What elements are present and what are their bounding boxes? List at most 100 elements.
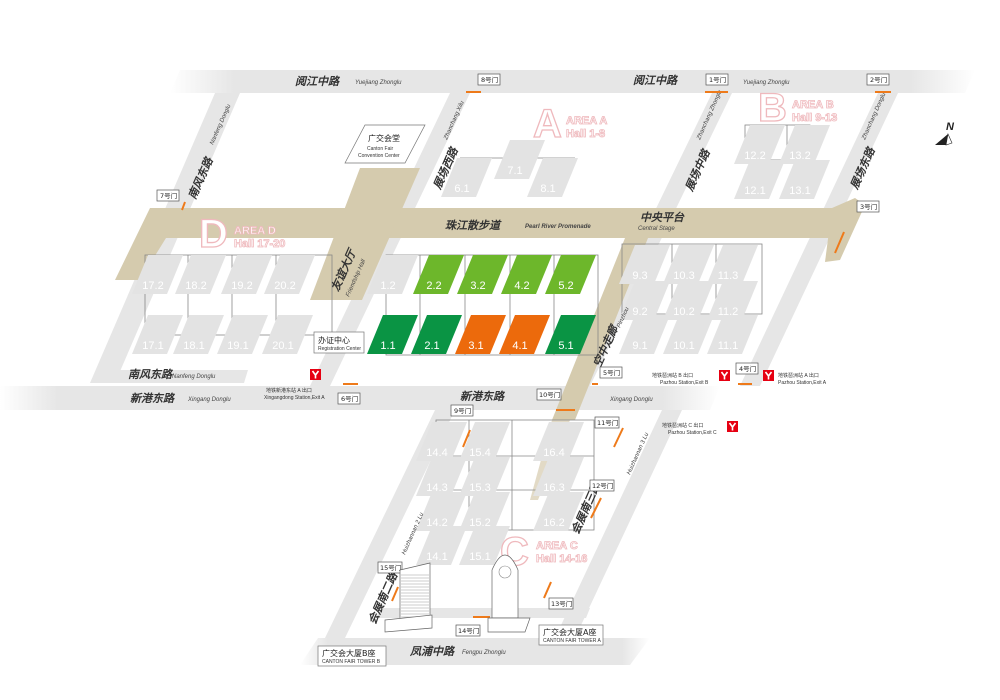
area-a-label: A AREA A Hall 1-8 (532, 101, 607, 146)
hall-1-2[interactable]: 1.2 (367, 255, 418, 294)
hall-19-1[interactable]: 19.1 (217, 315, 268, 354)
hall-8-1[interactable]: 8.1 (527, 158, 578, 197)
hall-label: 17.2 (142, 280, 163, 292)
hall-9-3[interactable]: 9.3 (619, 245, 670, 284)
road-huizhan2 (325, 410, 455, 638)
gate-3[interactable]: 3号门 (856, 200, 880, 213)
hall-2-2[interactable]: 2.2 (413, 255, 464, 294)
gate-9[interactable]: 9号门 (450, 404, 474, 417)
gate-2[interactable]: 2号门 (866, 73, 890, 86)
svg-text:Pazhou Station,Exit A: Pazhou Station,Exit A (778, 380, 827, 386)
hall-14-3[interactable]: 14.3 (416, 457, 467, 496)
registration-center-label[interactable]: 办证中心 Registration Center (313, 331, 365, 354)
hall-label: 11.3 (718, 270, 739, 282)
hall-10-3[interactable]: 10.3 (663, 245, 714, 284)
hall-15-3[interactable]: 15.3 (459, 457, 510, 496)
gate-4[interactable]: 4号门 (735, 362, 759, 375)
hall-5-1[interactable]: 5.1 (545, 315, 596, 354)
hall-17-1[interactable]: 17.1 (132, 315, 183, 354)
svg-text:新港东路: 新港东路 (130, 392, 176, 405)
gate-11[interactable]: 11号门 (594, 416, 620, 429)
svg-text:A: A (533, 102, 562, 146)
hall-15-2[interactable]: 15.2 (459, 492, 510, 531)
hall-shape (175, 255, 226, 294)
hall-16-2[interactable]: 16.2 (533, 492, 584, 531)
hall-label: 10.1 (673, 340, 694, 352)
hall-20-1[interactable]: 20.1 (262, 315, 313, 354)
metro-pazhou-a[interactable]: 地铁琶洲站 A 出口 Pazhou Station,Exit A (763, 370, 827, 386)
hall-18-2[interactable]: 18.2 (175, 255, 226, 294)
hall-19-2[interactable]: 19.2 (221, 255, 272, 294)
gate-8[interactable]: 8号门 (477, 73, 501, 86)
gate-12[interactable]: 12号门 (589, 479, 615, 492)
hall-4-1[interactable]: 4.1 (499, 315, 550, 354)
svg-text:AREA B: AREA B (792, 99, 834, 111)
hall-12-1[interactable]: 12.1 (734, 160, 785, 199)
hall-label: 6.1 (454, 183, 469, 195)
hall-label: 5.2 (558, 280, 573, 292)
hall-17-2[interactable]: 17.2 (132, 255, 183, 294)
gate-5[interactable]: 5号门 (599, 366, 623, 379)
gate-7[interactable]: 7号门 (156, 189, 180, 202)
tower-a[interactable]: 广交会大厦A座 CANTON FAIR TOWER A (487, 554, 604, 646)
hall-5-2[interactable]: 5.2 (545, 255, 596, 294)
hall-10-1[interactable]: 10.1 (663, 315, 714, 354)
svg-text:9号门: 9号门 (454, 406, 471, 415)
hall-shape (499, 315, 550, 354)
svg-text:凤浦中路: 凤浦中路 (409, 645, 456, 658)
hall-shape (734, 160, 785, 199)
hall-6-1[interactable]: 6.1 (441, 158, 492, 197)
hall-shape (367, 315, 418, 354)
hall-3-2[interactable]: 3.2 (457, 255, 508, 294)
hall-3-1[interactable]: 3.1 (455, 315, 506, 354)
hall-7-1[interactable]: 7.1 (494, 140, 545, 179)
hall-shape (779, 125, 830, 164)
metro-icon (763, 370, 774, 381)
gate-1[interactable]: 1号门 (705, 73, 729, 86)
svg-text:8号门: 8号门 (481, 75, 498, 84)
gate-10[interactable]: 10号门 (536, 388, 562, 401)
hall-13-2[interactable]: 13.2 (779, 125, 830, 164)
hall-13-1[interactable]: 13.1 (779, 160, 830, 199)
hall-shape (455, 315, 506, 354)
hall-14-2[interactable]: 14.2 (416, 492, 467, 531)
metro-pazhou-c[interactable]: 地铁琶洲站 C 出口 Pazhou Station,Exit C (662, 421, 738, 436)
convention-center-label[interactable]: 广交会堂 Canton Fair Convention Center (344, 124, 426, 164)
svg-text:Nanfeng Donglu: Nanfeng Donglu (172, 374, 216, 380)
road-nanfeng-lower (95, 370, 248, 383)
gate-6[interactable]: 6号门 (337, 392, 361, 405)
hall-4-2[interactable]: 4.2 (501, 255, 552, 294)
gate-15[interactable]: 15号门 (377, 561, 403, 574)
hall-11-1[interactable]: 11.1 (707, 315, 758, 354)
hall-shape (663, 315, 714, 354)
gate-14[interactable]: 14号门 (455, 624, 481, 637)
hall-14-1[interactable]: 14.1 (416, 526, 467, 565)
hall-20-2[interactable]: 20.2 (264, 255, 315, 294)
svg-text:AREA A: AREA A (566, 115, 607, 127)
svg-text:B: B (758, 86, 787, 130)
hall-label: 13.1 (789, 185, 810, 197)
hall-16-3[interactable]: 16.3 (533, 457, 584, 496)
metro-xingangdong-a[interactable]: 地铁新港东站 A 出口 Xingangdong Station,Exit A (264, 369, 325, 401)
hall-14-4[interactable]: 14.4 (416, 422, 467, 461)
hall-15-4[interactable]: 15.4 (459, 422, 510, 461)
hall-11-3[interactable]: 11.3 (707, 245, 758, 284)
hall-shape (707, 281, 758, 320)
svg-text:珠江散步道: 珠江散步道 (445, 219, 502, 232)
hall-2-1[interactable]: 2.1 (411, 315, 462, 354)
svg-text:10号门: 10号门 (539, 390, 560, 399)
hall-15-1[interactable]: 15.1 (459, 526, 510, 565)
svg-text:1号门: 1号门 (709, 75, 726, 84)
hall-shape (545, 255, 596, 294)
hall-1-1[interactable]: 1.1 (367, 315, 418, 354)
hall-9-1[interactable]: 9.1 (619, 315, 670, 354)
metro-pazhou-b[interactable]: 地铁琶洲站 B 出口 Pazhou Station,Exit B (652, 370, 730, 386)
hall-shape (501, 255, 552, 294)
tower-b[interactable]: 广交会大厦B座 CANTON FAIR TOWER B (317, 562, 433, 667)
hall-18-1[interactable]: 18.1 (173, 315, 224, 354)
svg-text:13号门: 13号门 (551, 599, 572, 608)
gate-13[interactable]: 13号门 (548, 597, 574, 610)
hall-12-2[interactable]: 12.2 (734, 125, 785, 164)
hall-16-4[interactable]: 16.4 (533, 422, 584, 461)
svg-text:CANTON FAIR TOWER A: CANTON FAIR TOWER A (543, 638, 601, 644)
